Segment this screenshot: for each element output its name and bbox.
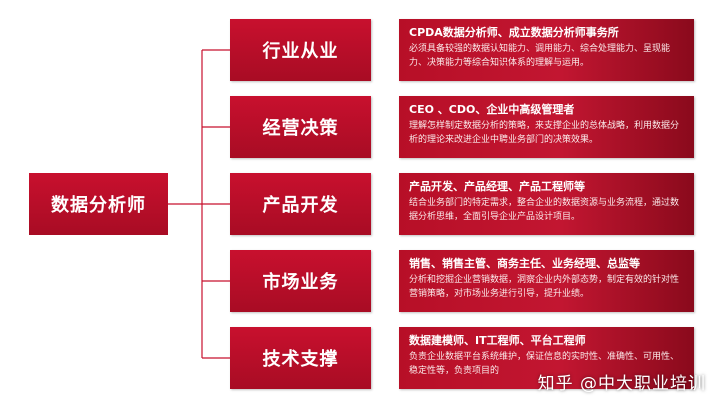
branch-node-tech: 技术支撑 [230,327,371,389]
branch-desc-text: 必须具备较强的数据认知能力、调用能力、综合处理能力、呈现能力、决策能力等综合知识… [409,44,671,68]
branch-node-product: 产品开发 [230,173,371,235]
branch-desc-title: 数据建模师、IT工程师、平台工程师 [409,334,586,347]
branch-node-industry: 行业从业 [230,19,371,81]
branch-desc-title: 产品开发、产品经理、产品工程师等 [409,180,585,193]
root-label: 数据分析师 [51,195,146,216]
branch-desc-product: 产品开发、产品经理、产品工程师等 结合业务部门的特定需求，整合企业的数据资源与业… [399,173,694,235]
branch-desc-title: CEO 、CDO、企业中高级管理者 [409,103,575,116]
branch-desc-title: CPDA数据分析师、成立数据分析师事务所 [409,26,619,39]
branch-desc-text: 结合业务部门的特定需求，整合企业的数据资源与业务流程，通过数据分析思维，全面引导… [409,198,680,222]
branch-desc-management: CEO 、CDO、企业中高级管理者 理解怎样制定数据分析的策略，来支撑企业的总体… [399,96,694,158]
branch-desc-text: 负责企业数据平台系统维护，保证信息的实时性、准确性、可用性、稳定性等，负责项目的 [409,352,680,376]
branch-node-management: 经营决策 [230,96,371,158]
branch-node-market: 市场业务 [230,250,371,312]
root-node: 数据分析师 [29,173,168,235]
branch-label: 市场业务 [262,272,339,293]
branch-label: 产品开发 [262,195,339,216]
branch-label: 经营决策 [262,118,339,139]
branch-desc-text: 理解怎样制定数据分析的策略，来支撑企业的总体战略，利用数据分析的理论来改进企业中… [409,121,680,145]
branch-label: 技术支撑 [262,349,339,370]
branch-desc-title: 销售、销售主管、商务主任、业务经理、总监等 [409,257,640,270]
branch-desc-industry: CPDA数据分析师、成立数据分析师事务所 必须具备较强的数据认知能力、调用能力、… [399,19,694,81]
branch-desc-tech: 数据建模师、IT工程师、平台工程师 负责企业数据平台系统维护，保证信息的实时性、… [399,327,694,389]
watermark: 知乎 @中大职业培训 [537,374,706,394]
branch-desc-market: 销售、销售主管、商务主任、业务经理、总监等 分析和挖掘企业营销数据，洞察企业内外… [399,250,694,312]
branch-desc-text: 分析和挖掘企业营销数据，洞察企业内外部态势，制定有效的针对性营销策略，对市场业务… [409,275,680,299]
branch-label: 行业从业 [262,41,339,62]
